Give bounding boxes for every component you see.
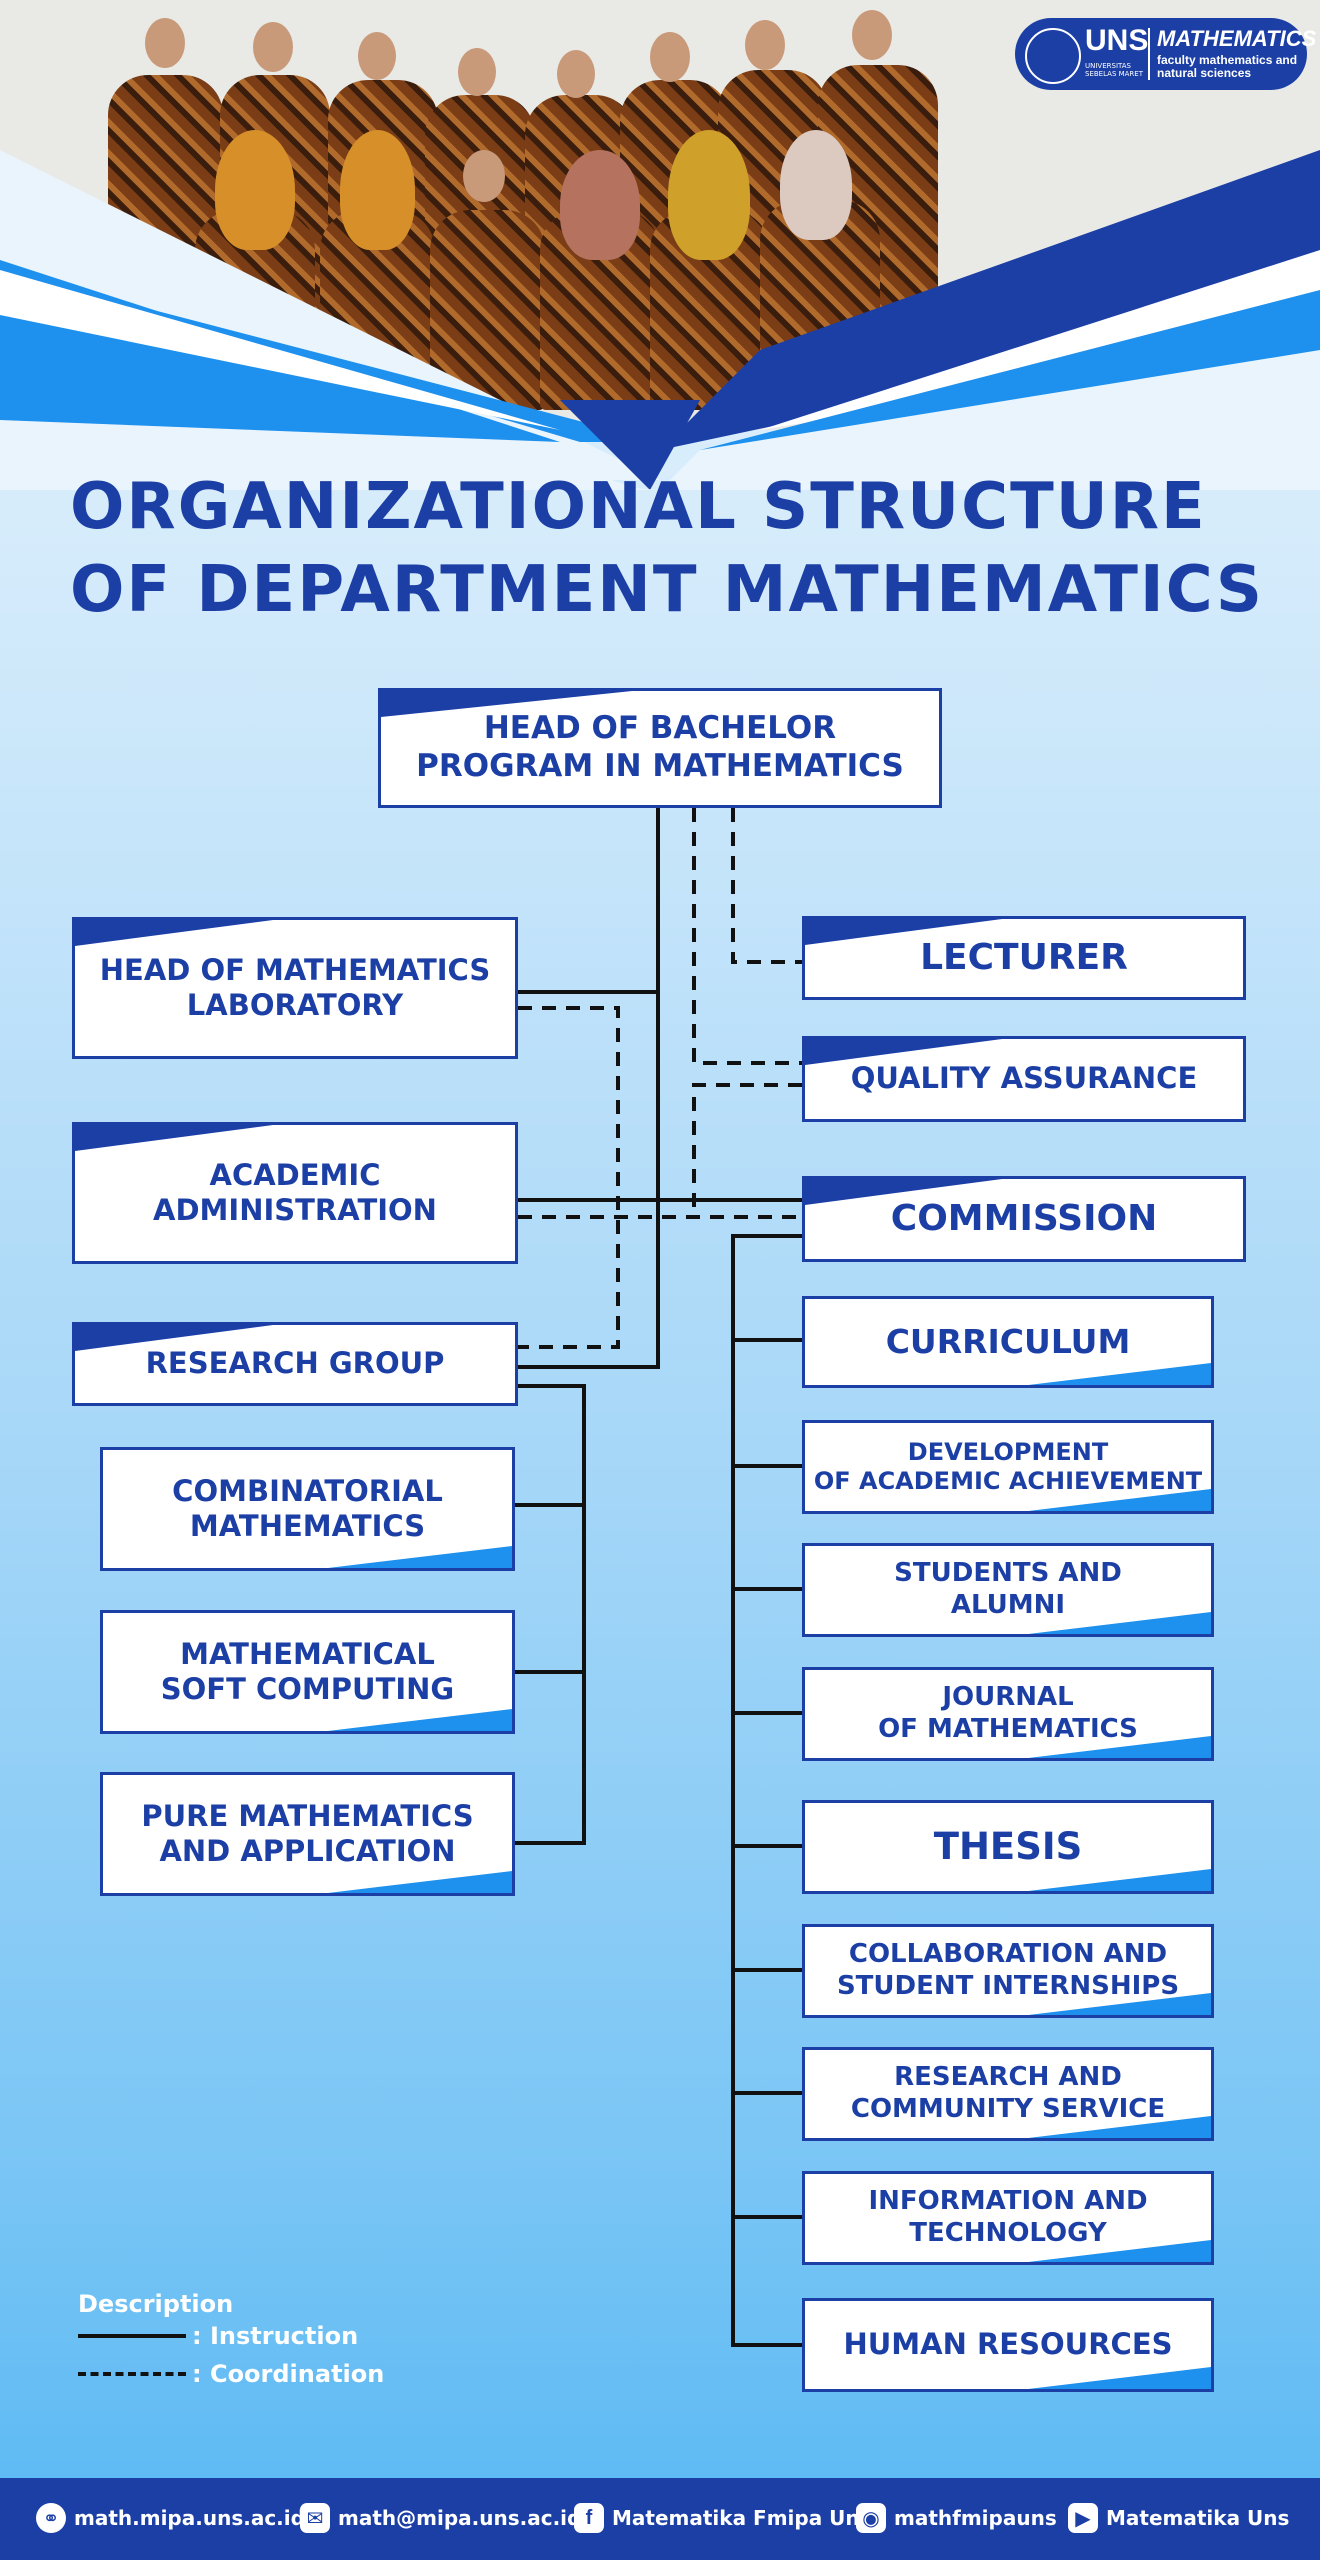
box-label-line: COMMUNITY SERVICE <box>850 2094 1166 2124</box>
footer-facebook-text: Matematika Fmipa Uns <box>612 2506 872 2530</box>
logo-university: UNIVERSITAS SEBELAS MARET <box>1085 62 1143 78</box>
box-label-line: STUDENTS AND <box>894 1558 1122 1589</box>
box-label-line: OF ACADEMIC ACHIEVEMENT <box>813 1467 1203 1495</box>
box-label-line: CURRICULUM <box>885 1321 1131 1361</box>
box-label-line: OF MATHEMATICS <box>878 1714 1138 1744</box>
legend-coordination-row: : Coordination <box>78 2360 384 2388</box>
page-title-line1: ORGANIZATIONAL STRUCTURE <box>70 470 1207 544</box>
box-label-line: SOFT COMPUTING <box>160 1672 455 1706</box>
logo-faculty-line1: faculty mathematics and <box>1157 53 1298 67</box>
box-label-line: HEAD OF BACHELOR <box>483 710 837 747</box>
box-label-line: STUDENT INTERNSHIPS <box>836 1971 1180 2001</box>
footer-email-text: math@mipa.uns.ac.id <box>338 2506 582 2530</box>
box-label-line: AND APPLICATION <box>159 1834 456 1868</box>
dashed-line-sample <box>78 2372 186 2376</box>
legend-instruction-row: : Instruction <box>78 2322 384 2350</box>
legend: Description : Instruction : Coordination <box>78 2290 384 2388</box>
commission-box: COMMISSION <box>802 1176 1246 1262</box>
footer-youtube-text: Matematika Uns <box>1106 2506 1290 2530</box>
box-label-line: TECHNOLOGY <box>909 2218 1107 2248</box>
box-label-line: LECTURER <box>920 937 1128 979</box>
logo-faculty: faculty mathematics and natural sciences <box>1157 54 1297 80</box>
box-label-line: COLLABORATION AND <box>848 1939 1168 1970</box>
box-label-line: RESEARCH GROUP <box>145 1346 445 1381</box>
footer-instagram-text: mathfmipauns <box>894 2506 1057 2530</box>
logo-department: MATHEMATICS <box>1157 26 1317 51</box>
solid-line-sample <box>78 2334 186 2338</box>
facebook-icon: f <box>574 2503 604 2533</box>
header-swoosh-graphic <box>0 150 1320 490</box>
logo-brand: UNS <box>1085 24 1149 57</box>
logo-divider <box>1148 28 1150 80</box>
box-label-line: ADMINISTRATION <box>153 1193 437 1227</box>
youtube-icon: ▶ <box>1068 2503 1098 2533</box>
box-label-line: MATHEMATICAL <box>180 1636 435 1671</box>
uns-emblem-icon <box>1025 28 1081 84</box>
lecturer-box: LECTURER <box>802 916 1246 1000</box>
instagram-icon: ◉ <box>856 2503 886 2533</box>
footer-website[interactable]: ⚭ math.mipa.uns.ac.id <box>36 2503 305 2533</box>
human-resources-box: HUMAN RESOURCES <box>802 2298 1214 2392</box>
legend-title: Description <box>78 2290 234 2318</box>
footer-facebook[interactable]: f Matematika Fmipa Uns <box>574 2503 872 2533</box>
footer-youtube[interactable]: ▶ Matematika Uns <box>1068 2503 1289 2533</box>
footer-contact-bar: ⚭ math.mipa.uns.ac.id ✉ math@mipa.uns.ac… <box>0 2478 1320 2560</box>
box-label-line: JOURNAL <box>942 1682 1074 1713</box>
box-label-line: COMBINATORIAL <box>172 1473 443 1508</box>
curriculum-box: CURRICULUM <box>802 1296 1214 1388</box>
box-label-line: HUMAN RESOURCES <box>843 2327 1173 2362</box>
uns-mathematics-logo: UNS UNIVERSITAS SEBELAS MARET MATHEMATIC… <box>1015 18 1316 90</box>
box-label-line: QUALITY ASSURANCE <box>850 1061 1198 1096</box>
legend-instruction: : Instruction <box>192 2322 359 2350</box>
page-title-line2: OF DEPARTMENT MATHEMATICS <box>70 553 1264 627</box>
legend-coordination: : Coordination <box>192 2360 385 2388</box>
box-label-line: LABORATORY <box>186 988 404 1022</box>
research-group-box: RESEARCH GROUP <box>72 1322 518 1406</box>
footer-instagram[interactable]: ◉ mathfmipauns <box>856 2503 1057 2533</box>
quality-assurance-box: QUALITY ASSURANCE <box>802 1036 1246 1122</box>
box-label-line: ACADEMIC <box>209 1157 381 1192</box>
footer-email[interactable]: ✉ math@mipa.uns.ac.id <box>300 2503 581 2533</box>
logo-faculty-line2: natural sciences <box>1157 66 1252 80</box>
box-label-line: THESIS <box>933 1825 1083 1869</box>
box-label-line: MATHEMATICS <box>189 1509 426 1543</box>
box-label-line: DEVELOPMENT <box>907 1437 1109 1466</box>
box-label-line: COMMISSION <box>890 1198 1158 1240</box>
footer-website-text: math.mipa.uns.ac.id <box>74 2506 305 2530</box>
mail-icon: ✉ <box>300 2503 330 2533</box>
box-label-line: HEAD OF MATHEMATICS <box>99 952 491 987</box>
box-label-line: ALUMNI <box>950 1590 1066 1620</box>
box-label-line: PURE MATHEMATICS <box>141 1798 474 1833</box>
globe-icon: ⚭ <box>36 2503 66 2533</box>
box-label-line: RESEARCH AND <box>894 2062 1122 2093</box>
box-label-line: INFORMATION AND <box>868 2186 1148 2217</box>
thesis-box: THESIS <box>802 1800 1214 1894</box>
box-label-line: PROGRAM IN MATHEMATICS <box>416 748 904 784</box>
